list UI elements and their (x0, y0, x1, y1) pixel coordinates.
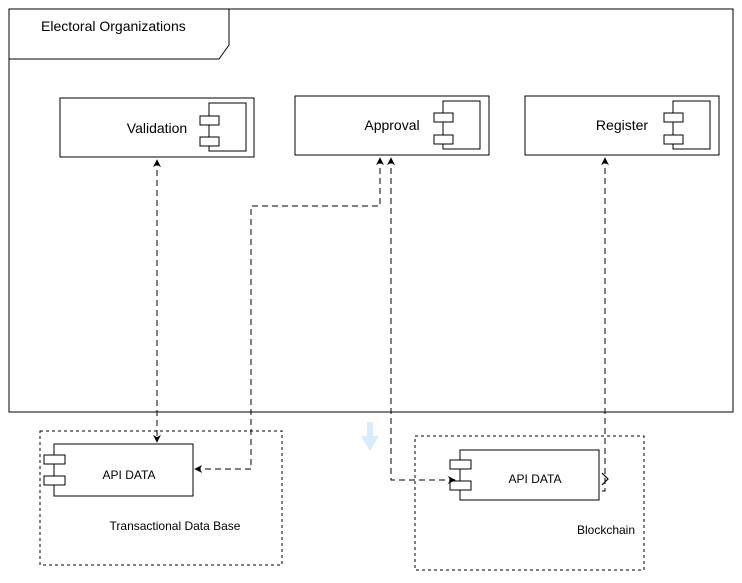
approval-component[interactable]: Approval (294, 95, 490, 156)
validation-label: Validation (127, 120, 187, 136)
connector-register-blockchain-arrowhead (601, 472, 609, 486)
approval-label: Approval (364, 117, 419, 133)
electoral-organizations-package: Electoral Organizations (8, 8, 734, 413)
component-icon (663, 100, 711, 150)
package-title: Electoral Organizations (41, 18, 186, 34)
connectors (153, 157, 609, 492)
component-icon (199, 102, 247, 152)
component-icon (449, 459, 472, 491)
connector-register-blockchain (601, 157, 609, 492)
api-data-component-blockchain[interactable]: API DATA (449, 449, 600, 501)
component-icon (433, 100, 481, 150)
blockchain-group: Blockchain API DATA (414, 435, 645, 571)
blockchain-caption: Blockchain (577, 523, 635, 537)
connector-approval-blockchain (387, 157, 456, 484)
transactional-database-group: Transactional Data Base API DATA (39, 430, 283, 566)
api-data-label: API DATA (509, 472, 562, 486)
down-arrow-icon (361, 422, 379, 451)
register-component[interactable]: Register (524, 95, 720, 156)
connector-approval-transactional (194, 157, 384, 473)
api-data-component-transactional[interactable]: API DATA (43, 443, 194, 497)
api-data-label: API DATA (103, 468, 156, 482)
validation-component[interactable]: Validation (59, 97, 255, 158)
transactional-database-caption: Transactional Data Base (110, 519, 241, 533)
component-icon (43, 454, 66, 486)
register-label: Register (596, 117, 648, 133)
